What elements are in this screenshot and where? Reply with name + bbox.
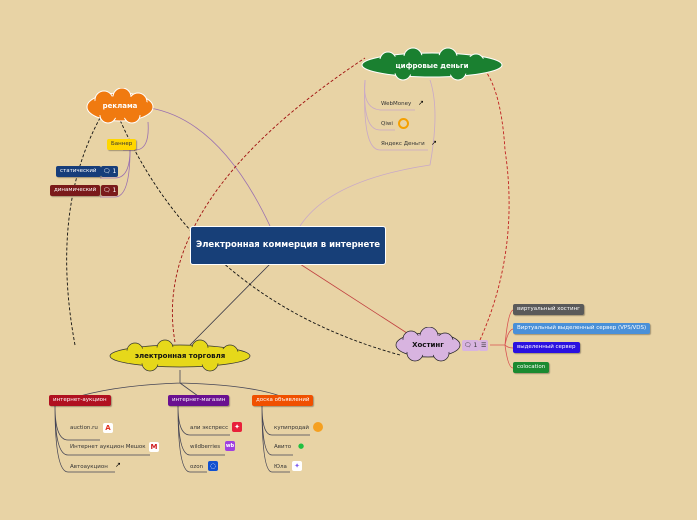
- dynamic-node[interactable]: динамический: [50, 185, 101, 196]
- hosting-item[interactable]: выделенный сервер: [513, 342, 580, 353]
- list-item[interactable]: ozon: [190, 464, 204, 470]
- yula-logo-icon: ✦: [292, 461, 302, 471]
- list-item[interactable]: Интернет аукцион Мешок: [70, 444, 146, 450]
- aliexpress-logo-icon: ✦: [232, 422, 242, 432]
- digital-money-title[interactable]: цифровые деньги: [395, 62, 469, 70]
- list-item[interactable]: Автоаукцион: [70, 464, 108, 470]
- static-comment-badge[interactable]: 🗨 1: [101, 166, 119, 177]
- ecommerce-title[interactable]: электронная торговля: [134, 352, 226, 360]
- hosting-comment-badge[interactable]: 🗨 1: [462, 340, 480, 351]
- list-item[interactable]: али экспресс: [190, 425, 229, 431]
- ecommerce-cloud[interactable]: [105, 339, 255, 373]
- notes-icon[interactable]: ☰: [479, 340, 489, 351]
- comment-count: 1: [473, 342, 478, 349]
- link-icon[interactable]: ↗: [115, 461, 121, 469]
- shop-group[interactable]: интернет-магазин: [168, 395, 230, 406]
- hosting-cloud[interactable]: [393, 327, 463, 363]
- board-group[interactable]: доска объявлений: [252, 395, 314, 406]
- hosting-item[interactable]: colocation: [513, 362, 550, 373]
- static-node[interactable]: статический: [56, 166, 101, 177]
- meshok-logo-icon: M: [149, 442, 159, 452]
- list-item[interactable]: Авито: [274, 444, 292, 450]
- auction-group[interactable]: интернет-аукцион: [49, 395, 111, 406]
- qiwi-node[interactable]: Qiwi: [381, 121, 393, 127]
- hosting-title[interactable]: Хостинг: [412, 341, 444, 349]
- qiwi-logo-icon: [398, 118, 409, 129]
- reklama-title[interactable]: реклама: [102, 102, 138, 110]
- auction-logo-icon: A: [103, 423, 113, 433]
- comment-count: 1: [112, 168, 117, 175]
- link-icon[interactable]: ↗: [418, 99, 424, 107]
- banner-node[interactable]: Баннер: [107, 139, 137, 150]
- central-topic[interactable]: Электронная коммерция в интернете: [190, 226, 386, 265]
- list-item[interactable]: auction.ru: [70, 425, 98, 431]
- link-icon[interactable]: ↗: [431, 139, 437, 147]
- dynamic-comment-badge[interactable]: 🗨 1: [101, 185, 119, 196]
- list-item[interactable]: wildberries: [190, 444, 221, 450]
- hosting-item[interactable]: Виртуальный выделенный сервер (VPS/VDS): [513, 323, 651, 334]
- digital-money-cloud[interactable]: [358, 47, 506, 83]
- avito-logo-icon: ●: [297, 442, 305, 450]
- wildberries-logo-icon: wb: [225, 441, 235, 451]
- hosting-item[interactable]: виртуальный хостинг: [513, 304, 585, 315]
- kupiprodai-logo-icon: [313, 422, 323, 432]
- comment-count: 1: [112, 187, 117, 194]
- webmoney-node[interactable]: WebMoney: [381, 101, 412, 107]
- list-item[interactable]: Юла: [274, 464, 287, 470]
- reklama-cloud[interactable]: [84, 88, 156, 126]
- yandex-money-node[interactable]: Яндекс Деньги: [381, 141, 425, 147]
- ozon-logo-icon: ◌: [208, 461, 218, 471]
- list-item[interactable]: купипродай: [274, 425, 309, 431]
